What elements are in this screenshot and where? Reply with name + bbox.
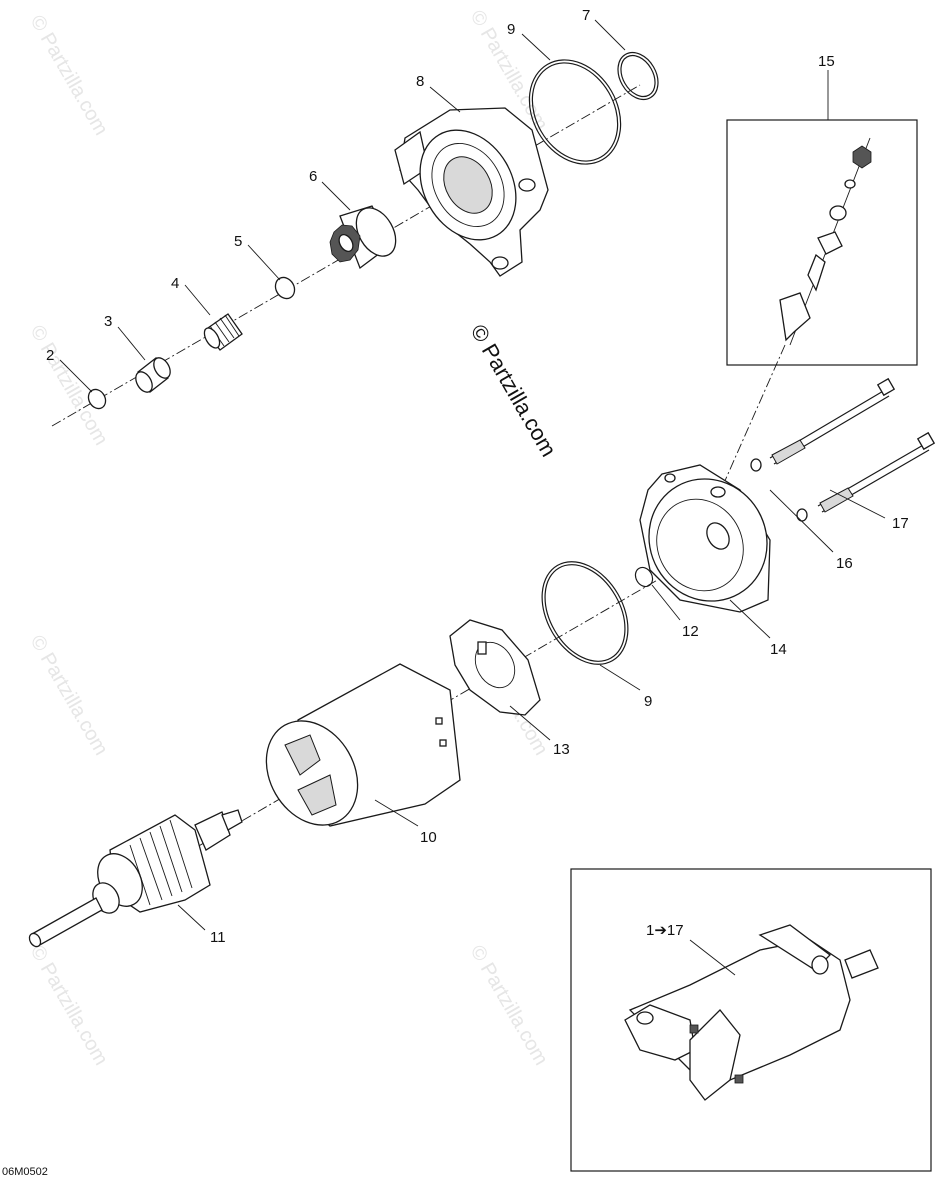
callout-9-lower: 9	[644, 693, 652, 710]
part-17-bolts	[769, 377, 936, 513]
part-16-washers	[750, 458, 808, 522]
part-9-upper-oring	[528, 59, 622, 165]
part-13-brush-plate	[449, 619, 541, 716]
part-11-armature	[28, 809, 243, 948]
leader-lines	[59, 19, 886, 931]
watermark-tile-4: © Partzilla.com	[26, 632, 112, 760]
watermark-tile-6: © Partzilla.com	[26, 942, 112, 1070]
callout-4: 4	[171, 275, 179, 292]
part-14-end-housing	[639, 464, 771, 613]
callout-15: 15	[818, 53, 835, 70]
part-3-bushing	[135, 357, 171, 393]
part-7-ring	[617, 51, 659, 101]
callout-3: 3	[104, 313, 112, 330]
part-5-ring	[274, 276, 296, 300]
callout-7: 7	[582, 7, 590, 24]
callouts: 2 3 4 5 6 7 8 9 15 17 16 12 14 9 13 10 1…	[46, 7, 909, 946]
callout-6: 6	[309, 168, 317, 185]
part-6-pinion	[329, 205, 397, 270]
callout-13: 13	[553, 741, 570, 758]
callout-5: 5	[234, 233, 242, 250]
part-12-ring	[634, 566, 654, 588]
callout-12: 12	[682, 623, 699, 640]
callout-16: 16	[836, 555, 853, 572]
watermark-tile-7: © Partzilla.com	[466, 942, 552, 1070]
part-8-drive-housing	[394, 107, 549, 277]
part-10-stator-housing	[265, 663, 461, 827]
callout-2: 2	[46, 347, 54, 364]
watermark-tile-3: © Partzilla.com	[26, 322, 112, 450]
inset-link-line	[719, 344, 786, 493]
inset-assembly-label: 1➔17	[646, 922, 684, 939]
callout-9-upper: 9	[507, 21, 515, 38]
drawing-code: 06M0502	[2, 1166, 48, 1178]
callout-17: 17	[892, 515, 909, 532]
part-4-spring	[203, 313, 243, 351]
part-9-lower-oring	[541, 561, 629, 665]
inset-15-box	[726, 119, 918, 366]
part-2-ring	[87, 388, 107, 410]
inset-assembly-box	[570, 868, 932, 1172]
callout-14: 14	[770, 641, 787, 658]
callout-10: 10	[420, 829, 437, 846]
watermark-main: © Partzilla.com	[466, 320, 562, 461]
watermark-tile-1: © Partzilla.com	[26, 12, 112, 140]
callout-8: 8	[416, 73, 424, 90]
callout-11: 11	[210, 929, 226, 946]
